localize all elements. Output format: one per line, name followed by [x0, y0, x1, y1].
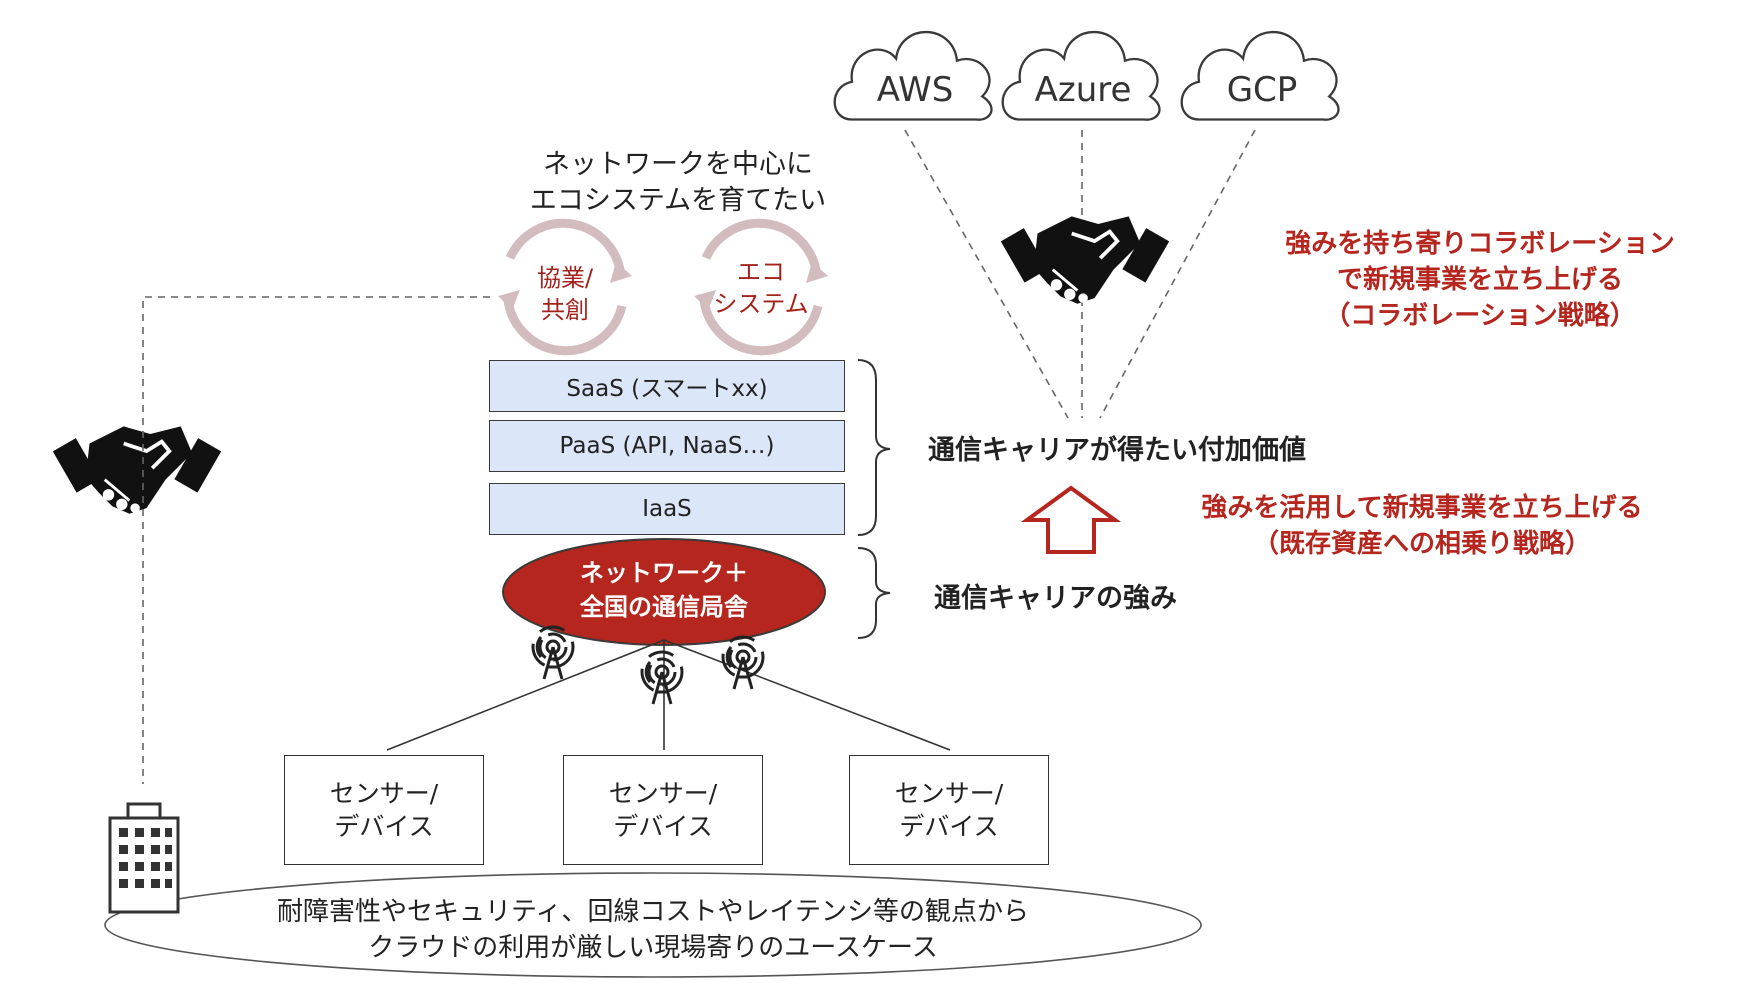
handshake-icon-top — [998, 214, 1172, 306]
left-dashed-connector — [142, 296, 490, 784]
cycle-label-collaboration-line2: 共創 — [541, 296, 589, 324]
layer-iaas: IaaS — [489, 483, 845, 535]
sensor-label-1: センサー/ デバイス — [330, 777, 438, 843]
usecase-text: 耐障害性やセキュリティ、回線コストやレイテンシ等の観点から クラウドの利用が厳し… — [203, 894, 1103, 966]
cloud-label-azure: Azure — [1034, 70, 1132, 110]
network-label-line1: ネットワーク＋ — [580, 559, 748, 587]
sensor-1-line1: センサー/ — [329, 779, 439, 808]
sensor-box-1: センサー/ デバイス — [284, 755, 484, 865]
layer-paas: PaaS (API, NaaS…) — [489, 420, 845, 472]
cycle-label-ecosystem-line2: システム — [713, 290, 809, 318]
sensor-2-line2: デバイス — [613, 812, 713, 841]
goal-text: ネットワークを中心に エコシステムを育てたい — [478, 147, 878, 219]
bracket-icon-strength — [857, 547, 891, 639]
up-arrow-icon — [1020, 485, 1122, 554]
cloud-link-gcp — [1099, 129, 1256, 419]
bracket-icon-value — [857, 359, 891, 536]
antenna-icon-3 — [721, 635, 765, 691]
synergy-strategy-line2: （既存資産への相乗り戦略） — [1252, 529, 1591, 559]
cycle-label-collaboration: 協業/ 共創 — [510, 262, 620, 326]
collaboration-strategy-line1: 強みを持ち寄りコラボレーション — [1285, 229, 1675, 259]
cycle-label-collaboration-line1: 協業/ — [536, 264, 594, 292]
cloud-label-gcp: GCP — [1226, 70, 1298, 110]
goal-line-1: ネットワークを中心に — [543, 149, 813, 180]
cloud-link-aws — [904, 129, 1069, 419]
layer-saas: SaaS (スマートxx) — [489, 360, 845, 412]
cycle-icon-collaboration — [503, 218, 627, 356]
synergy-strategy-line1: 強みを活用して新規事業を立ち上げる — [1201, 493, 1643, 523]
sensor-label-3: センサー/ デバイス — [895, 777, 1003, 843]
collaboration-strategy-line3: （コラボレーション戦略） — [1324, 301, 1636, 331]
strength-label: 通信キャリアの強み — [934, 583, 1177, 614]
sensor-3-line1: センサー/ — [894, 779, 1004, 808]
cloud-label-aws: AWS — [876, 70, 954, 110]
sensor-label-2: センサー/ デバイス — [609, 777, 717, 843]
collaboration-strategy-line2: で新規事業を立ち上げる — [1336, 265, 1623, 295]
cycle-icon-ecosystem — [699, 218, 823, 356]
sensor-3-line2: デバイス — [899, 812, 999, 841]
added-value-label: 通信キャリアが得たい付加価値 — [928, 435, 1306, 466]
goal-line-2: エコシステムを育てたい — [529, 185, 827, 216]
handshake-icon-left — [50, 424, 224, 516]
network-label-line2: 全国の通信局舎 — [580, 593, 748, 621]
collaboration-strategy-text: 強みを持ち寄りコラボレーション で新規事業を立ち上げる （コラボレーション戦略） — [1270, 226, 1690, 334]
sensor-box-3: センサー/ デバイス — [849, 755, 1049, 865]
building-icon — [108, 802, 180, 914]
antenna-icon-2 — [640, 650, 684, 706]
usecase-line2: クラウドの利用が厳しい現場寄りのユースケース — [368, 933, 938, 963]
sensor-box-2: センサー/ デバイス — [563, 755, 763, 865]
usecase-ellipse — [104, 872, 1202, 978]
sensor-1-line2: デバイス — [334, 812, 434, 841]
cycle-label-ecosystem: エコ システム — [706, 256, 816, 320]
network-label: ネットワーク＋ 全国の通信局舎 — [514, 556, 814, 624]
usecase-line1: 耐障害性やセキュリティ、回線コストやレイテンシ等の観点から — [277, 897, 1029, 927]
sensor-2-line1: センサー/ — [608, 779, 718, 808]
synergy-strategy-text: 強みを活用して新規事業を立ち上げる （既存資産への相乗り戦略） — [1172, 490, 1672, 562]
cycle-label-ecosystem-line1: エコ — [737, 258, 785, 286]
